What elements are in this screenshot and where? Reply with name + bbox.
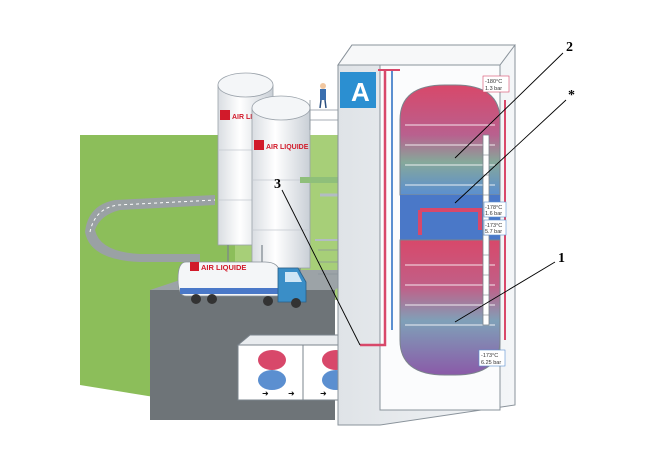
- top-temp: -180°C: [485, 79, 502, 85]
- mid2-pressure: 5.7 bar: [485, 229, 502, 235]
- upper-column-vessel: [399, 84, 501, 196]
- flow-arrow-icon: ➜: [288, 389, 295, 398]
- flow-arrow-icon: ➜: [320, 389, 327, 398]
- callout-leaders: [281, 52, 567, 346]
- flow-arrow-icon: ➜: [262, 389, 269, 398]
- callout-1: 1: [558, 251, 565, 266]
- readout-mid2: -173°C 5.7 bar: [483, 219, 507, 236]
- truck-brand: AIR LIQUIDE: [201, 263, 246, 272]
- tanker-truck: AIR LIQUIDE: [177, 261, 307, 308]
- callout-2: 2: [566, 40, 573, 55]
- mid1-pressure: 1.6 bar: [485, 211, 502, 217]
- road: [85, 195, 215, 262]
- callout-star: *: [568, 88, 575, 103]
- top-pressure: 1.3 bar: [485, 86, 502, 92]
- lower-column-vessel: [399, 239, 501, 376]
- worker-figure: [319, 83, 327, 109]
- tank-right-brand: AIR LIQUIDE: [266, 144, 309, 151]
- mid2-temp: -173°C: [485, 223, 502, 229]
- bottom-pressure: 6.25 bar: [481, 360, 501, 366]
- brand-mark-icon: [190, 262, 199, 271]
- readout-mid1: -178°C 1.6 bar: [483, 201, 507, 218]
- mid1-temp: -178°C: [485, 205, 502, 211]
- bottom-temp: -173°C: [481, 353, 498, 359]
- storage-tank-right: AIR LIQUIDE: [251, 95, 311, 269]
- brand-mark-icon: [220, 110, 230, 120]
- brand-mark-icon: [254, 140, 264, 150]
- callout-3: 3: [274, 177, 281, 192]
- brand-logo-tile: [340, 72, 376, 108]
- readout-bottom: -173°C 6.25 bar: [478, 349, 506, 367]
- brand-logo-icon: A: [351, 77, 370, 107]
- readout-top: -180°C 1.3 bar: [482, 75, 510, 93]
